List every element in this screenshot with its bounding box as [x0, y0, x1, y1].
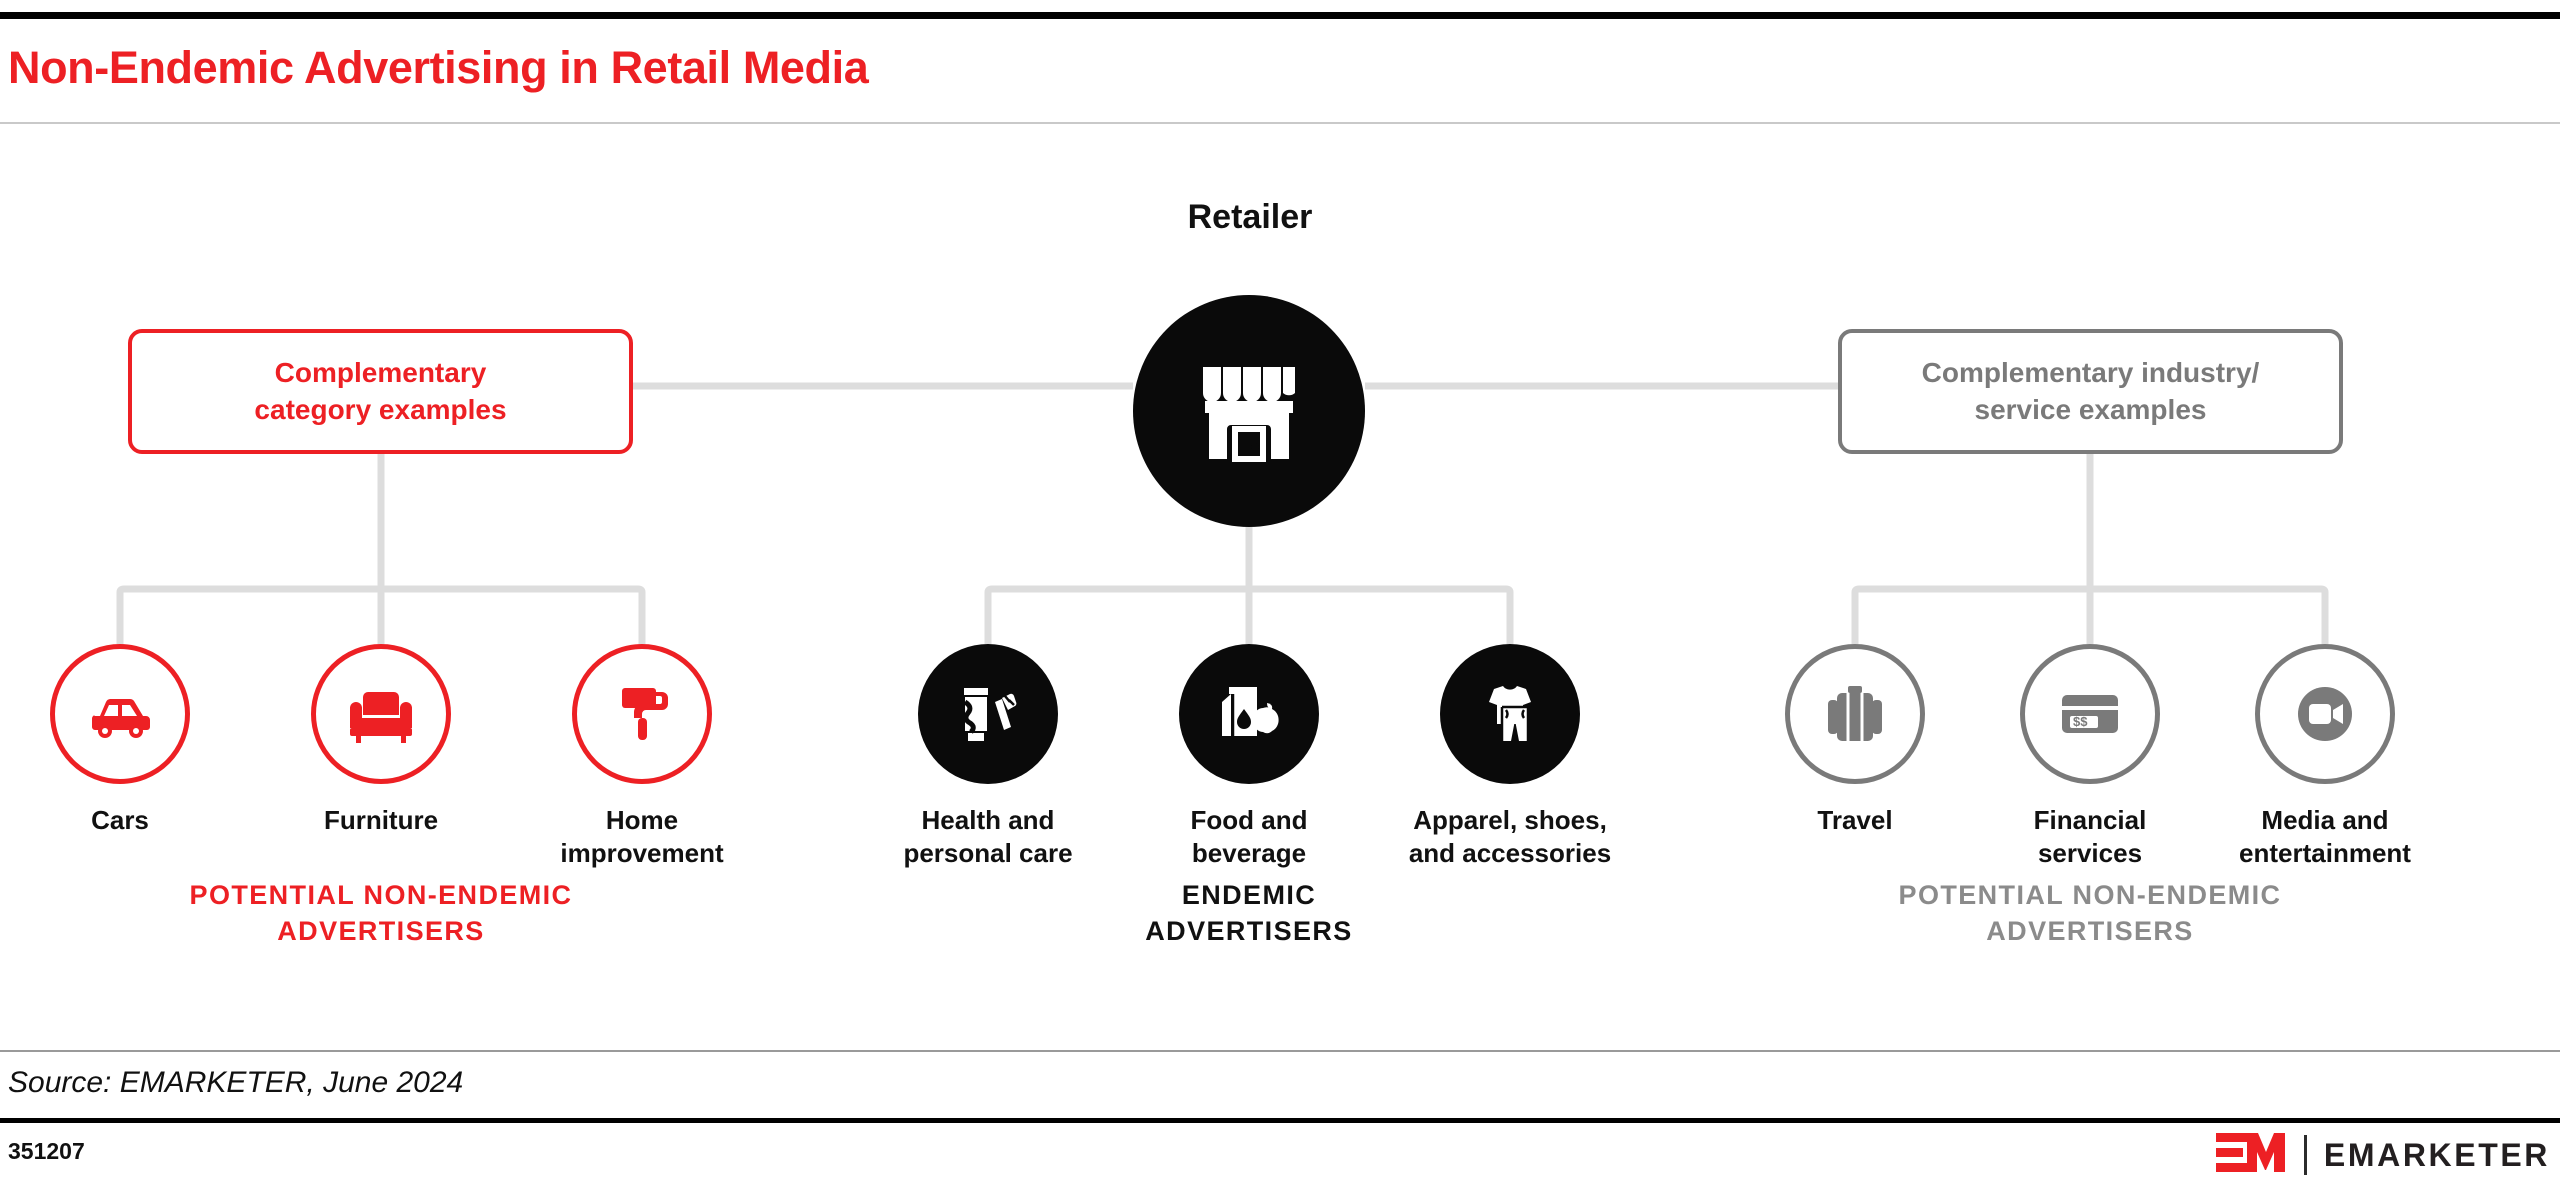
- leaf-label-line1: Cars: [91, 805, 149, 835]
- logo-divider: [2303, 1135, 2307, 1175]
- retailer-node[interactable]: [1133, 295, 1365, 527]
- leaf-label-line2: personal care: [903, 838, 1073, 869]
- leaf-label-line1: Furniture: [323, 805, 439, 835]
- retailer-label: Retailer: [1187, 198, 1313, 236]
- complementary-category-box[interactable]: Complementary category examples: [128, 329, 633, 454]
- diagram-canvas: Retailer: [0, 122, 2560, 1032]
- leaf-label: Media and entertainment: [2205, 804, 2445, 871]
- connector-lines: [116, 382, 2329, 644]
- svg-text:$$: $$: [2073, 714, 2088, 729]
- group-caption-line1: POTENTIAL NON-ENDEMIC: [189, 880, 573, 910]
- group-caption-middle: ENDEMIC ADVERTISERS: [949, 877, 1549, 949]
- leaf-bubble: [1179, 644, 1319, 784]
- leaf-home-improvement[interactable]: Home improvement: [522, 644, 762, 871]
- leaf-media-entertainment[interactable]: Media and entertainment: [2205, 644, 2445, 871]
- leaf-health-personal-care[interactable]: Health and personal care: [868, 644, 1108, 871]
- leaf-bubble: [50, 644, 190, 784]
- leaf-apparel-shoes-accessories[interactable]: Apparel, shoes, and accessories: [1390, 644, 1630, 871]
- source-bottom-rule: [0, 1118, 2560, 1123]
- group-caption-line2: ADVERTISERS: [1986, 916, 2194, 947]
- leaf-bubble: [1440, 644, 1580, 784]
- emarketer-logo[interactable]: EMARKETER: [2215, 1131, 2550, 1180]
- leaf-label: Furniture: [261, 804, 501, 837]
- pill-left-line1: Complementary: [274, 356, 487, 388]
- em-logo-mark: [2215, 1131, 2290, 1180]
- leaf-label-line1: Food and: [1190, 805, 1308, 835]
- pill-left-line2: category examples: [254, 393, 507, 425]
- title-underline-rule: [0, 122, 2560, 124]
- leaf-label: Home improvement: [522, 804, 762, 871]
- leaf-label-line2: improvement: [560, 838, 724, 869]
- complementary-industry-box[interactable]: Complementary industry/ service examples: [1838, 329, 2343, 454]
- leaf-label-line1: Travel: [1817, 805, 1893, 835]
- leaf-bubble: [311, 644, 451, 784]
- leaf-label-line1: Media and: [2261, 805, 2389, 835]
- leaf-label: Apparel, shoes, and accessories: [1390, 804, 1630, 871]
- group-caption-right: POTENTIAL NON-ENDEMIC ADVERTISERS: [1790, 877, 2390, 949]
- leaf-food-beverage[interactable]: Food and beverage: [1129, 644, 1369, 871]
- group-caption-line2: ADVERTISERS: [1145, 916, 1353, 947]
- leaf-label-line1: Home: [605, 805, 679, 835]
- leaf-label: Financial services: [1970, 804, 2210, 871]
- group-caption-line1: ENDEMIC: [1181, 880, 1317, 910]
- leaf-label-line2: entertainment: [2239, 838, 2411, 869]
- leaf-label-line2: services: [2037, 838, 2143, 869]
- group-caption-left: POTENTIAL NON-ENDEMIC ADVERTISERS: [81, 877, 681, 949]
- pill-right-line1: Complementary industry/: [1921, 356, 2260, 388]
- leaf-label: Food and beverage: [1129, 804, 1369, 871]
- leaf-label: Cars: [0, 804, 240, 837]
- pill-right-line2: service examples: [1974, 393, 2207, 425]
- page-title: Non-Endemic Advertising in Retail Media: [8, 42, 869, 93]
- logo-wordmark: EMARKETER: [2323, 1136, 2550, 1173]
- leaf-furniture[interactable]: Furniture: [261, 644, 501, 837]
- leaf-label-line2: and accessories: [1408, 838, 1612, 869]
- leaf-bubble: [2255, 644, 2395, 784]
- leaf-label: Travel: [1735, 804, 1975, 837]
- leaf-bubble: $$: [2020, 644, 2160, 784]
- leaf-label: Health and personal care: [868, 804, 1108, 871]
- leaf-financial-services[interactable]: $$ Financial services: [1970, 644, 2210, 871]
- leaf-cars[interactable]: Cars: [0, 644, 240, 837]
- top-rule: [0, 12, 2560, 19]
- source-top-rule: [0, 1050, 2560, 1052]
- leaf-bubble: [918, 644, 1058, 784]
- leaf-label-line1: Financial: [2033, 805, 2147, 835]
- leaf-travel[interactable]: Travel: [1735, 644, 1975, 837]
- source-note: Source: EMARKETER, June 2024: [8, 1066, 464, 1099]
- leaf-bubble: [572, 644, 712, 784]
- leaf-label-line2: beverage: [1191, 838, 1307, 869]
- chart-id: 351207: [8, 1138, 85, 1164]
- group-caption-line2: ADVERTISERS: [277, 916, 485, 947]
- group-caption-line1: POTENTIAL NON-ENDEMIC: [1898, 880, 2282, 910]
- leaf-label-line1: Apparel, shoes,: [1413, 805, 1607, 835]
- leaf-bubble: [1785, 644, 1925, 784]
- leaf-label-line1: Health and: [921, 805, 1055, 835]
